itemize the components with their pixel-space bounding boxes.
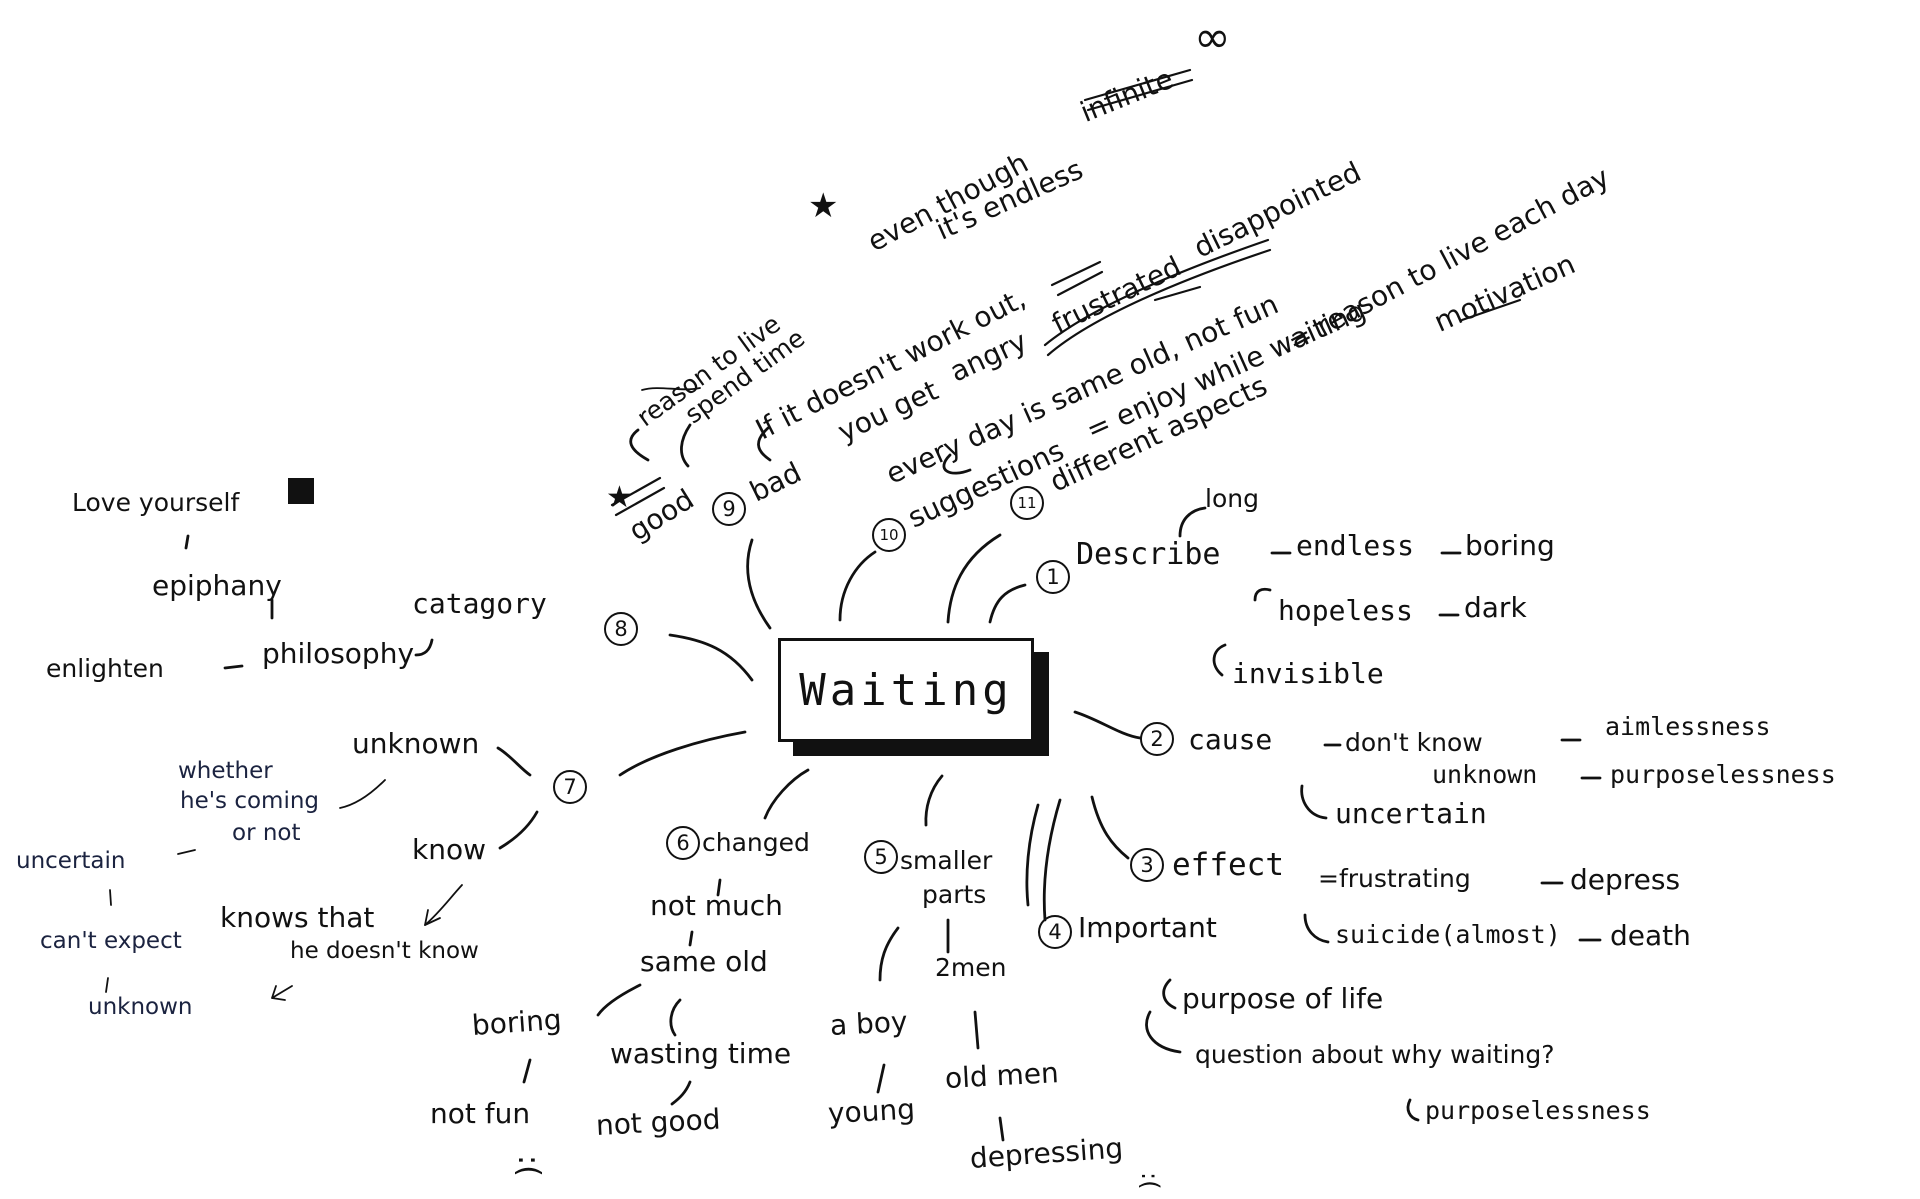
- center-node: Waiting: [778, 638, 1034, 742]
- branch-number-3: 3: [1130, 848, 1164, 882]
- seven-know: know: [412, 833, 486, 866]
- sad-face: :(: [511, 1155, 546, 1177]
- spoke-4b: [1042, 798, 1062, 922]
- cause-dont-know: don't know: [1345, 728, 1483, 757]
- describe-long: long: [1205, 484, 1259, 513]
- smaller-label: smaller: [900, 846, 993, 875]
- branch-number-1: 1: [1036, 560, 1070, 594]
- spoke-4a: [1025, 803, 1040, 907]
- star-icon-2: ★: [808, 186, 839, 226]
- cant-expect: can't expect: [40, 928, 182, 954]
- whether-line1: whether: [178, 758, 273, 784]
- effect-frustrating: =frustrating: [1318, 864, 1471, 893]
- spoke-6: [763, 768, 810, 820]
- spoke-10: [838, 550, 877, 622]
- cause-unknown: unknown: [1432, 760, 1538, 789]
- effect-depress: depress: [1570, 863, 1681, 896]
- parts-label: parts: [922, 880, 987, 909]
- spoke-2: [1073, 710, 1142, 740]
- sad-face-2: :(: [1136, 1172, 1164, 1190]
- branch-number-8: 8: [604, 612, 638, 646]
- spoke-7: [618, 730, 747, 777]
- cause-label: cause: [1188, 723, 1273, 756]
- describe-hopeless: hopeless: [1278, 594, 1413, 627]
- important-purposelessness: purposelessness: [1425, 1096, 1651, 1125]
- important-question: question about why waiting?: [1195, 1040, 1555, 1069]
- cause-uncertain: uncertain: [1335, 797, 1487, 830]
- seven-unknown: unknown: [352, 727, 480, 760]
- effect-suicide: suicide(almost): [1335, 920, 1561, 949]
- branch-number-5: 5: [864, 840, 898, 874]
- effect-label: effect: [1172, 847, 1284, 883]
- branch-number-9: 9: [712, 492, 746, 526]
- bookmark-icon: [288, 478, 314, 504]
- spoke-11: [946, 533, 1002, 624]
- philosophy-label: philosophy: [262, 637, 415, 670]
- describe-boring: boring: [1465, 529, 1555, 562]
- spoke-9: [746, 538, 772, 630]
- branch-number-10: 10: [872, 518, 906, 552]
- branch-number-4: 4: [1038, 915, 1072, 949]
- effect-death: death: [1610, 919, 1691, 952]
- changed-boring: boring: [470, 1002, 563, 1042]
- not-much: not much: [650, 889, 783, 922]
- enlighten-label: enlighten: [46, 654, 164, 683]
- two-men: 2men: [935, 953, 1007, 982]
- doesnt-know: he doesn't know: [290, 938, 479, 964]
- catagory-label: catagory: [412, 587, 547, 620]
- changed-label: changed: [702, 828, 810, 857]
- seven-uncertain: uncertain: [16, 848, 126, 874]
- describe-label: Describe: [1076, 537, 1221, 572]
- seven-unknown-2: unknown: [88, 994, 193, 1020]
- branch-number-7: 7: [553, 770, 587, 804]
- center-label: Waiting: [799, 664, 1013, 716]
- cause-purposelessness: purposelessness: [1610, 760, 1836, 789]
- old-men: old men: [944, 1056, 1060, 1095]
- star-icon: ★: [606, 480, 633, 515]
- spoke-8: [668, 633, 754, 682]
- spoke-3: [1090, 795, 1130, 860]
- spoke-1: [988, 583, 1027, 624]
- love-yourself-label: Love yourself: [72, 488, 240, 517]
- branch-number-6: 6: [666, 826, 700, 860]
- young: young: [827, 1092, 916, 1130]
- infinity-icon: ∞: [1194, 12, 1231, 63]
- a-boy: a boy: [829, 1004, 909, 1042]
- important-label: Important: [1078, 911, 1217, 944]
- whether-line2: he's coming: [180, 788, 320, 814]
- same-old: same old: [640, 945, 768, 978]
- wasting-time: wasting time: [610, 1037, 792, 1070]
- describe-dark: dark: [1464, 591, 1527, 624]
- spoke-5: [924, 774, 944, 827]
- whether-line3: or not: [232, 820, 301, 846]
- knows-that: knows that: [220, 901, 375, 934]
- cause-aimlessness: aimlessness: [1605, 712, 1771, 741]
- important-purpose: purpose of life: [1182, 982, 1384, 1015]
- describe-invisible: invisible: [1232, 657, 1384, 690]
- branch-number-2: 2: [1140, 722, 1174, 756]
- not-fun: not fun: [430, 1097, 531, 1130]
- not-good: not good: [595, 1102, 722, 1142]
- epiphany-label: epiphany: [152, 569, 282, 602]
- branch-number-11: 11: [1010, 486, 1044, 520]
- describe-endless: endless: [1296, 529, 1415, 562]
